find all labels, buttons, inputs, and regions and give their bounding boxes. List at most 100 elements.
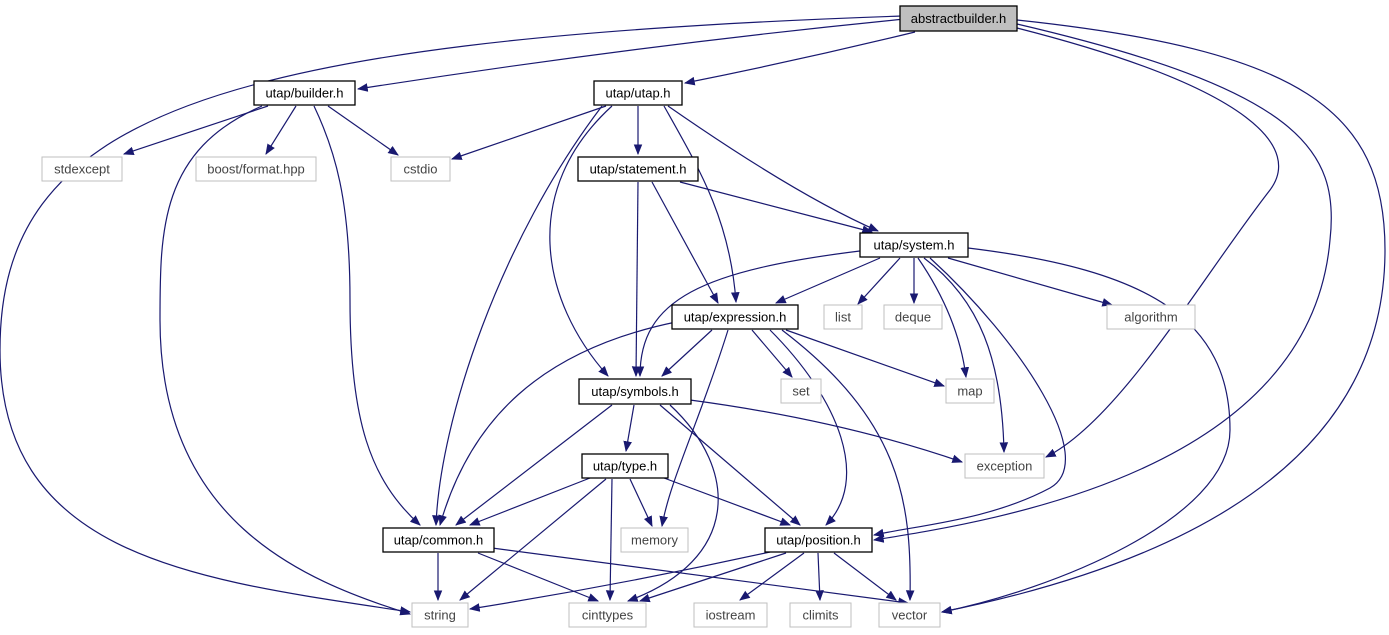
edge-position-to-climits <box>815 552 824 602</box>
edge-system-to-position <box>872 257 1066 538</box>
edge-abstractbuilder-to-exception <box>1016 27 1280 458</box>
edge-type-to-position <box>663 477 792 526</box>
edge-system-to-exception <box>923 257 1009 454</box>
node-algorithm: algorithm <box>1106 304 1196 330</box>
edge-position-to-string <box>468 551 771 612</box>
node-label-iostream: iostream <box>706 608 756 623</box>
node-box-set <box>780 378 822 404</box>
node-box-statement <box>577 156 699 182</box>
node-abstractbuilder[interactable]: abstractbuilder.h <box>899 5 1018 32</box>
edge-abstractbuilder-to-vector <box>940 19 1386 615</box>
node-box-stdexcept <box>41 156 123 182</box>
edge-expression-to-common <box>438 321 677 527</box>
node-label-memory: memory <box>631 533 678 548</box>
node-label-map: map <box>957 384 982 399</box>
node-label-vector: vector <box>892 608 928 623</box>
node-box-symbols <box>578 378 692 405</box>
node-common[interactable]: utap/common.h <box>382 527 495 553</box>
edge-builder-to-stdexcept <box>122 105 269 156</box>
edge-system-to-symbols <box>635 249 869 378</box>
node-statement[interactable]: utap/statement.h <box>577 156 699 182</box>
node-box-map <box>945 378 995 404</box>
edge-utap-to-symbols <box>549 105 613 377</box>
node-position[interactable]: utap/position.h <box>764 527 873 553</box>
edge-abstractbuilder-to-string <box>0 15 903 615</box>
node-label-boostformat: boost/format.hpp <box>207 162 305 177</box>
node-box-climits <box>789 602 852 628</box>
edge-type-to-memory <box>629 478 653 527</box>
edge-utap-to-system <box>667 105 879 232</box>
node-utap[interactable]: utap/utap.h <box>593 80 683 106</box>
edge-statement-to-symbols <box>631 181 641 378</box>
node-box-cstdio <box>390 156 451 182</box>
node-vector: vector <box>878 602 941 628</box>
edge-symbols-to-cinttypes <box>626 404 719 602</box>
node-label-cinttypes: cinttypes <box>582 608 634 623</box>
edge-expression-to-memory <box>659 329 729 528</box>
node-expression[interactable]: utap/expression.h <box>671 304 799 330</box>
node-label-system: utap/system.h <box>874 238 955 253</box>
edge-system-to-expression <box>775 257 881 304</box>
node-climits: climits <box>789 602 852 628</box>
node-label-expression: utap/expression.h <box>684 310 787 325</box>
edge-builder-to-boostformat <box>265 105 297 155</box>
node-label-stdexcept: stdexcept <box>54 162 110 177</box>
node-system[interactable]: utap/system.h <box>859 232 969 258</box>
edge-utap-to-common <box>432 105 603 527</box>
dependency-nodes: abstractbuilder.h utap/builder.h utap/utap… <box>41 5 1196 628</box>
node-label-utap: utap/utap.h <box>605 86 670 101</box>
edge-type-to-cinttypes <box>605 478 615 602</box>
edge-expression-to-symbols <box>661 329 713 377</box>
edge-utap-to-expression <box>663 105 740 304</box>
node-symbols[interactable]: utap/symbols.h <box>578 378 692 405</box>
edge-position-to-iostream <box>739 552 805 601</box>
edge-system-to-vector <box>940 247 1231 615</box>
node-box-string <box>411 602 469 628</box>
edge-symbols-to-exception <box>689 399 964 463</box>
node-label-symbols: utap/symbols.h <box>591 384 678 399</box>
node-label-position: utap/position.h <box>776 533 861 548</box>
node-box-system <box>859 232 969 258</box>
node-stdexcept: stdexcept <box>41 156 123 182</box>
edge-builder-to-cstdio <box>327 105 399 156</box>
edge-abstractbuilder-to-builder <box>356 18 906 92</box>
node-label-common: utap/common.h <box>394 533 484 548</box>
node-label-statement: utap/statement.h <box>590 162 687 177</box>
node-box-iostream <box>693 602 768 628</box>
edge-builder-to-string <box>159 105 412 616</box>
node-box-type <box>581 453 669 479</box>
edge-common-to-vector <box>491 547 910 606</box>
node-label-exception: exception <box>977 459 1033 474</box>
edge-system-to-map <box>917 257 970 379</box>
node-box-common <box>382 527 495 553</box>
node-deque: deque <box>883 304 943 330</box>
edge-position-to-vector <box>833 552 897 601</box>
node-boostformat: boost/format.hpp <box>195 156 317 182</box>
edge-builder-to-common <box>313 105 421 526</box>
edge-expression-to-position <box>769 329 848 526</box>
node-box-abstractbuilder <box>899 5 1018 32</box>
node-box-boostformat <box>195 156 317 182</box>
edge-system-to-algorithm <box>947 257 1114 307</box>
node-box-cinttypes <box>568 602 647 628</box>
edge-abstractbuilder-to-position <box>872 23 1332 543</box>
node-list: list <box>823 304 863 330</box>
edge-statement-to-system <box>679 181 874 234</box>
node-cinttypes: cinttypes <box>568 602 647 628</box>
node-iostream: iostream <box>693 602 768 628</box>
edge-type-to-string <box>459 478 607 601</box>
edge-position-to-cinttypes <box>638 552 787 603</box>
node-cstdio: cstdio <box>390 156 451 182</box>
edge-type-to-common <box>468 477 591 526</box>
edge-symbols-to-common <box>455 404 613 526</box>
node-builder[interactable]: utap/builder.h <box>253 80 356 106</box>
node-label-list: list <box>835 310 851 325</box>
node-box-position <box>764 527 873 553</box>
node-set: set <box>780 378 822 404</box>
node-box-algorithm <box>1106 304 1196 330</box>
edge-utap-to-cstdio <box>450 105 607 160</box>
node-type[interactable]: utap/type.h <box>581 453 669 479</box>
node-label-type: utap/type.h <box>593 459 657 474</box>
node-label-algorithm: algorithm <box>1124 310 1177 325</box>
